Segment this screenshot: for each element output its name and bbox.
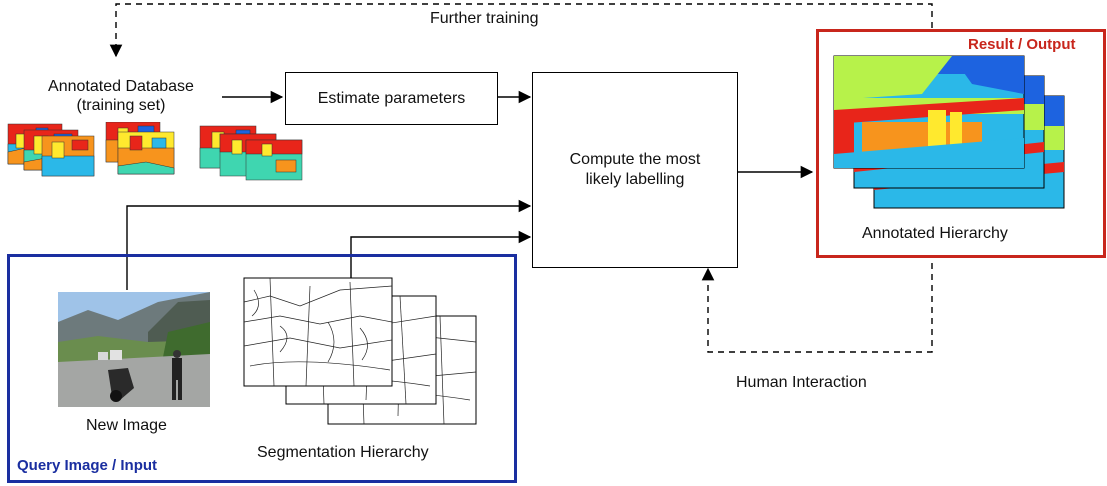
estimate-parameters-label: Estimate parameters — [317, 89, 466, 107]
training-set-thumbnails — [7, 122, 303, 181]
annotated-hierarchy-images — [833, 55, 1065, 209]
further-training-label: Further training — [430, 10, 539, 27]
annotated-layer-1 — [833, 55, 1025, 169]
input-group-title: Query Image / Input — [17, 457, 158, 474]
segmentation-to-compute-arrow — [350, 230, 532, 278]
training-thumb-2 — [41, 135, 95, 177]
compute-labelling-line1: Compute the most — [569, 151, 701, 168]
further-training-arrow — [109, 3, 933, 58]
training-thumb-4 — [199, 125, 303, 181]
image-to-compute-arrow — [126, 199, 532, 290]
new-image-label: New Image — [86, 417, 167, 434]
annotated-database-subtitle: (training set) — [76, 97, 166, 114]
output-group — [816, 29, 1106, 258]
compute-labelling-box: Compute the most likely labelling — [532, 72, 738, 268]
human-interaction-arrow — [701, 263, 933, 353]
segmentation-layer-1 — [243, 277, 393, 387]
new-image-photo — [58, 292, 210, 407]
human-interaction-label: Human Interaction — [736, 374, 867, 391]
input-group — [7, 254, 517, 483]
annotated-hierarchy-label: Annotated Hierarchy — [862, 225, 1008, 242]
segmentation-hierarchy-label: Segmentation Hierarchy — [257, 444, 429, 461]
training-thumb-3 — [105, 122, 175, 175]
compute-labelling-line2: likely labelling — [585, 171, 685, 188]
output-group-title: Result / Output — [968, 36, 1076, 53]
annotated-database-label: Annotated Database (training set) — [26, 77, 216, 115]
estimate-parameters-box: Estimate parameters — [285, 72, 498, 125]
annotated-database-title: Annotated Database — [48, 78, 194, 95]
segmentation-hierarchy-images — [243, 277, 477, 425]
